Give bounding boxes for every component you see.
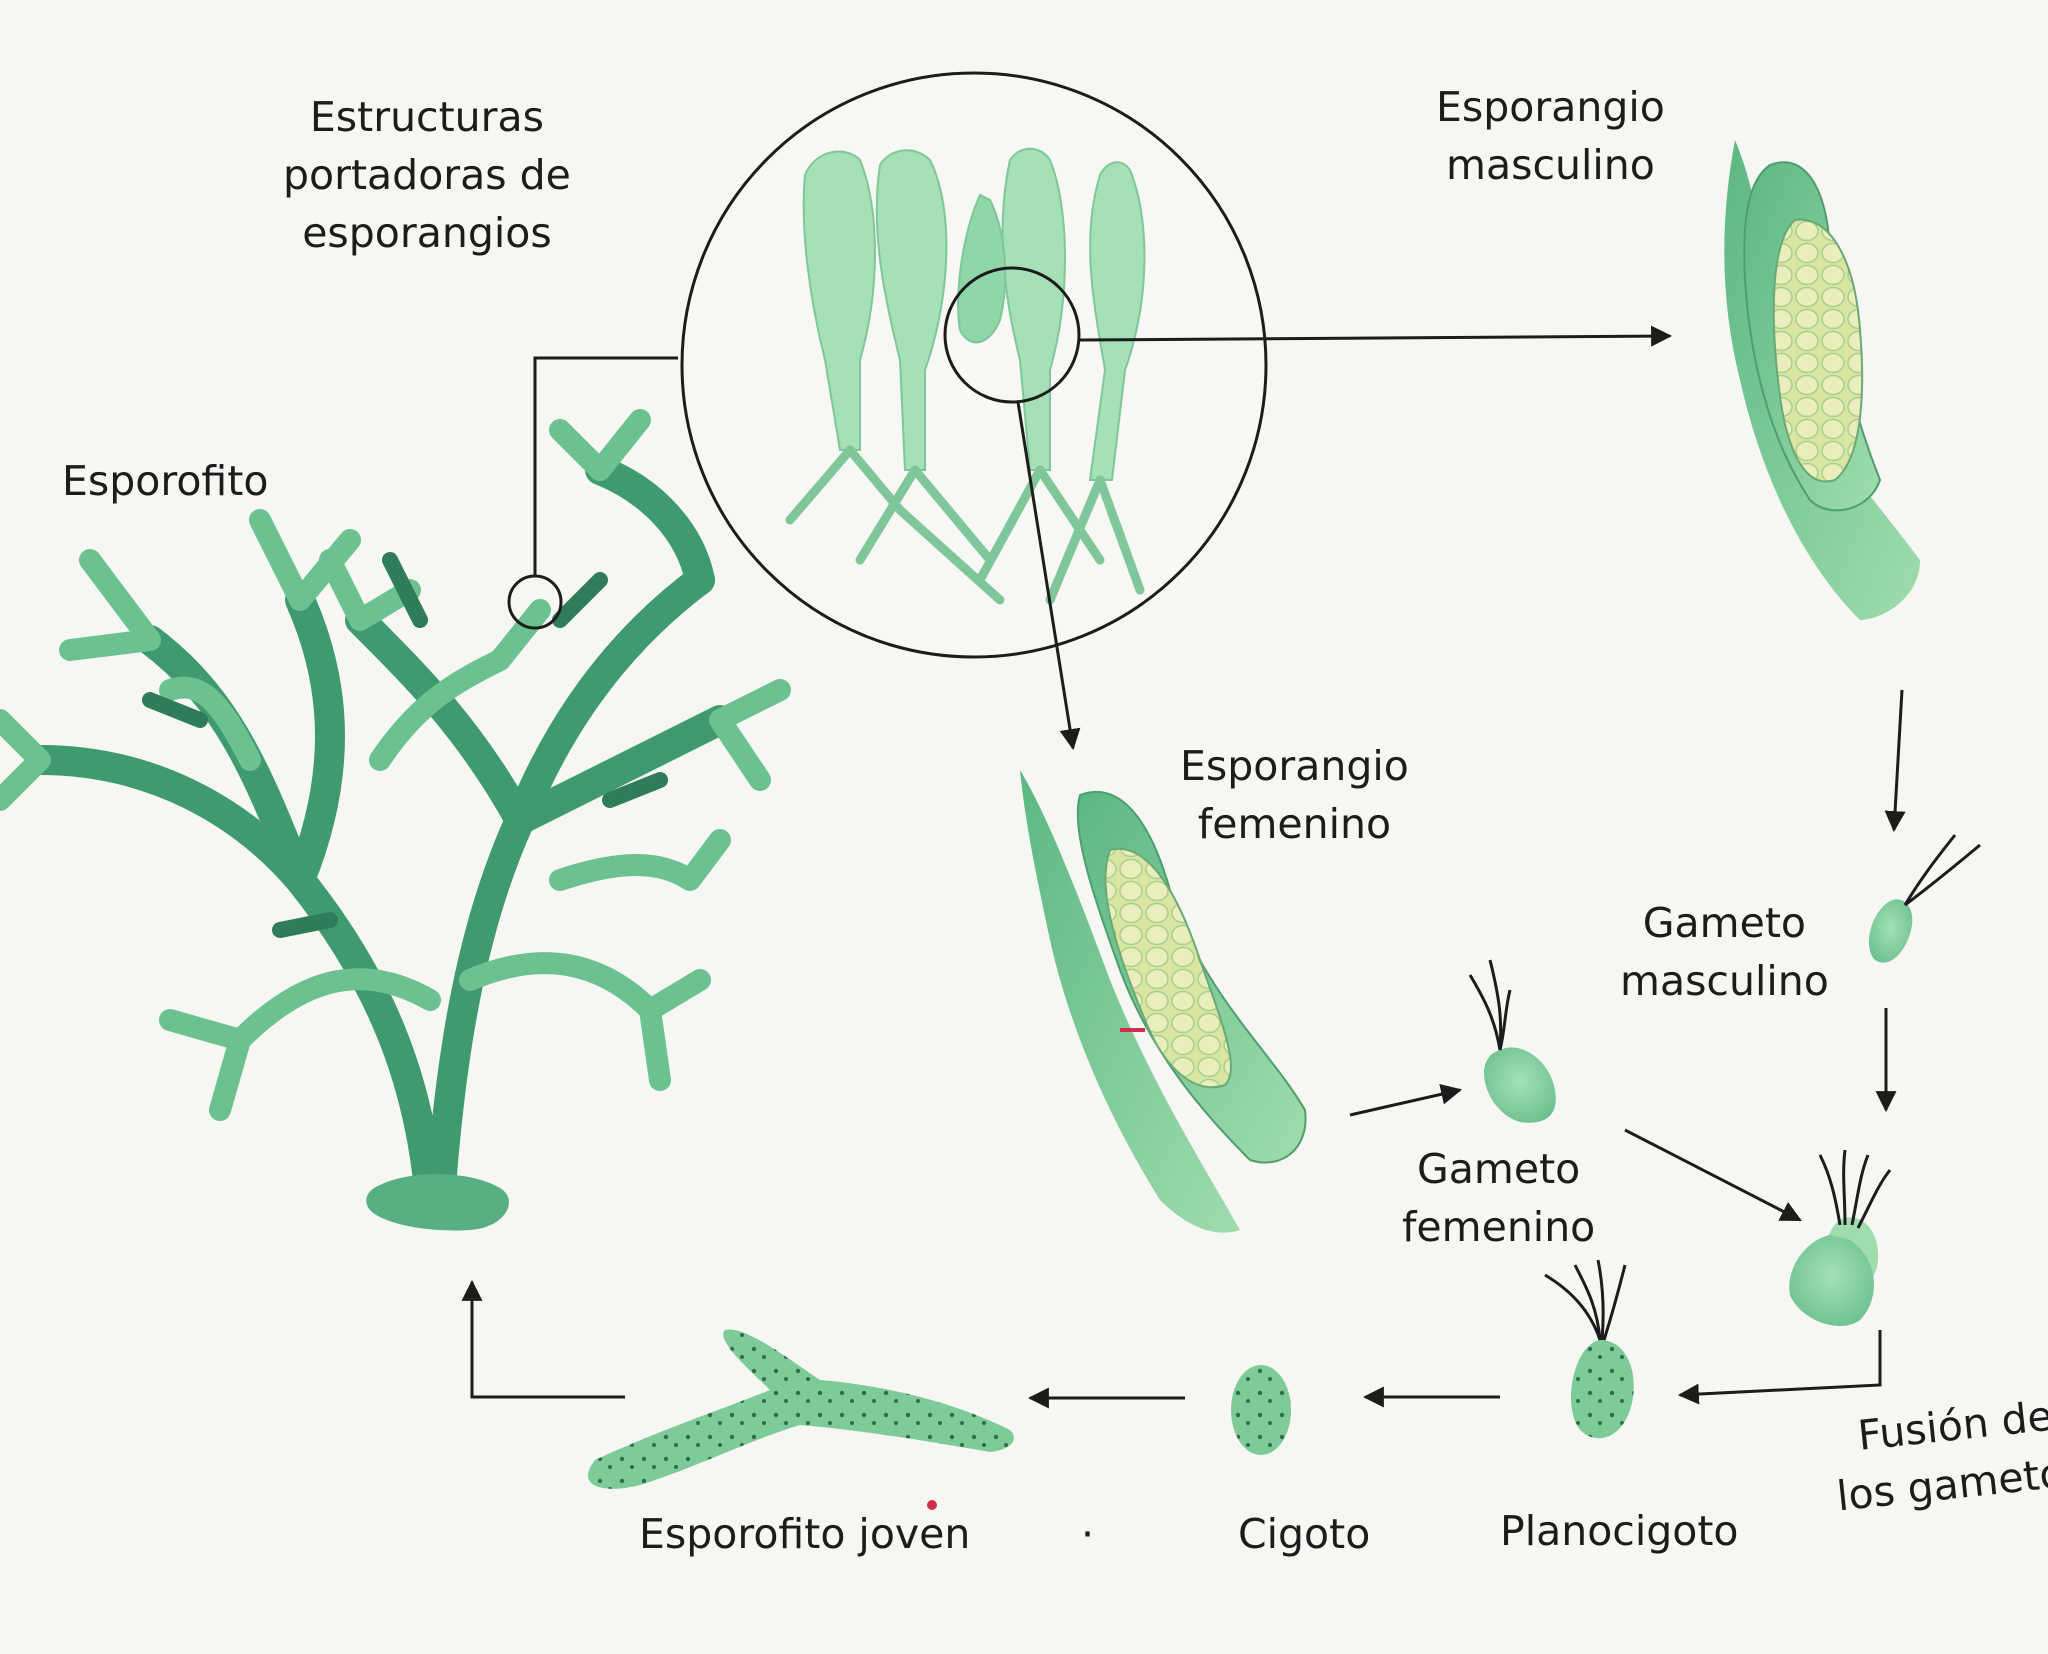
esporofito-joven-shape [587,1329,1014,1489]
gameto-masculino-cell [1868,834,1981,963]
planocigoto-cell [1544,1259,1634,1439]
gameto-femenino-cell [1468,959,1556,1123]
esporofito-plant [0,409,791,1231]
label-esporangio-femenino: Esporangio femenino [1180,742,1409,848]
magnify-connector [507,356,678,630]
cigoto-cell [1231,1365,1291,1455]
label-planocigoto: Planocigoto [1500,1507,1739,1555]
label-esporofito: Esporofito [62,457,269,505]
stray-dot: · [1081,1510,1095,1558]
label-cigoto: Cigoto [1238,1510,1371,1558]
label-esporangio-masculino: Esporangio masculino [1436,83,1665,189]
fusion-gametos-cell [1789,1149,1892,1326]
label-esporofito-joven: Esporofito joven [639,1510,971,1558]
esporangio-masculino [1724,140,1920,620]
cycle-arrows [461,325,1906,1409]
label-estructuras: Estructuras portadoras de esporangios [283,93,571,257]
esporangio-femenino [1020,770,1307,1233]
label-gameto-femenino: Gameto femenino [1402,1145,1596,1251]
magnified-structures [680,71,1268,659]
stray-mark [927,1500,937,1510]
label-gameto-masculino: Gameto masculino [1620,899,1829,1005]
